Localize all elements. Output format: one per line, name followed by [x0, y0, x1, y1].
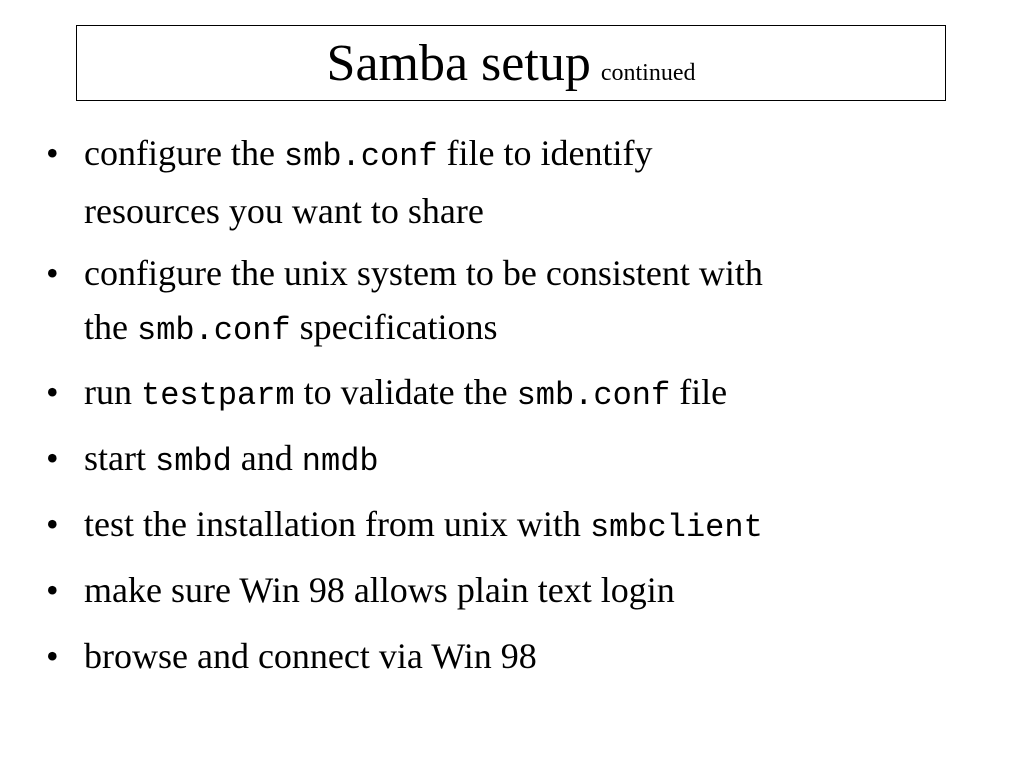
code-term: smbd: [154, 443, 232, 480]
slide-title: Samba setup continued: [77, 36, 945, 104]
bullet-text: the: [84, 307, 137, 347]
bullet-item: configure the smb.conf file to identify …: [46, 126, 984, 238]
bullet-item: test the installation from unix with smb…: [46, 496, 984, 556]
title-text: Samba setup: [326, 35, 591, 92]
bullet-item: start smbd and nmdb: [46, 430, 984, 490]
bullet-item: make sure Win 98 allows plain text login: [46, 562, 984, 618]
bullet-text: resources you want to share: [84, 191, 484, 231]
bullet-text: file to identify: [437, 133, 653, 173]
code-term: smb.conf: [516, 377, 671, 414]
bullet-text: test the installation from unix with: [84, 504, 590, 544]
bullet-text: browse and connect via Win 98: [84, 636, 537, 676]
bullet-text: file: [670, 372, 728, 412]
code-term: smb.conf: [283, 138, 438, 175]
bullet-text: specifications: [290, 307, 498, 347]
bullet-text: and: [231, 438, 302, 478]
bullet-text: to validate the: [294, 372, 517, 412]
bullet-text: configure the unix system to be consiste…: [84, 253, 763, 293]
bullet-item: browse and connect via Win 98: [46, 628, 984, 684]
code-term: smbclient: [589, 509, 763, 546]
code-term: testparm: [141, 377, 295, 414]
bullet-text: make sure Win 98 allows plain text login: [84, 570, 675, 610]
bullet-item: run testparm to validate the smb.conf fi…: [46, 364, 984, 424]
bullet-item: configure the unix system to be consiste…: [46, 246, 984, 358]
bullet-text: start: [84, 438, 155, 478]
code-term: nmdb: [301, 443, 379, 480]
slide-title-box: Samba setup continued: [76, 25, 946, 101]
bullet-text: configure the: [84, 133, 284, 173]
bullet-text: run: [84, 372, 141, 412]
title-subtitle: continued: [600, 60, 696, 86]
code-term: smb.conf: [136, 312, 291, 349]
